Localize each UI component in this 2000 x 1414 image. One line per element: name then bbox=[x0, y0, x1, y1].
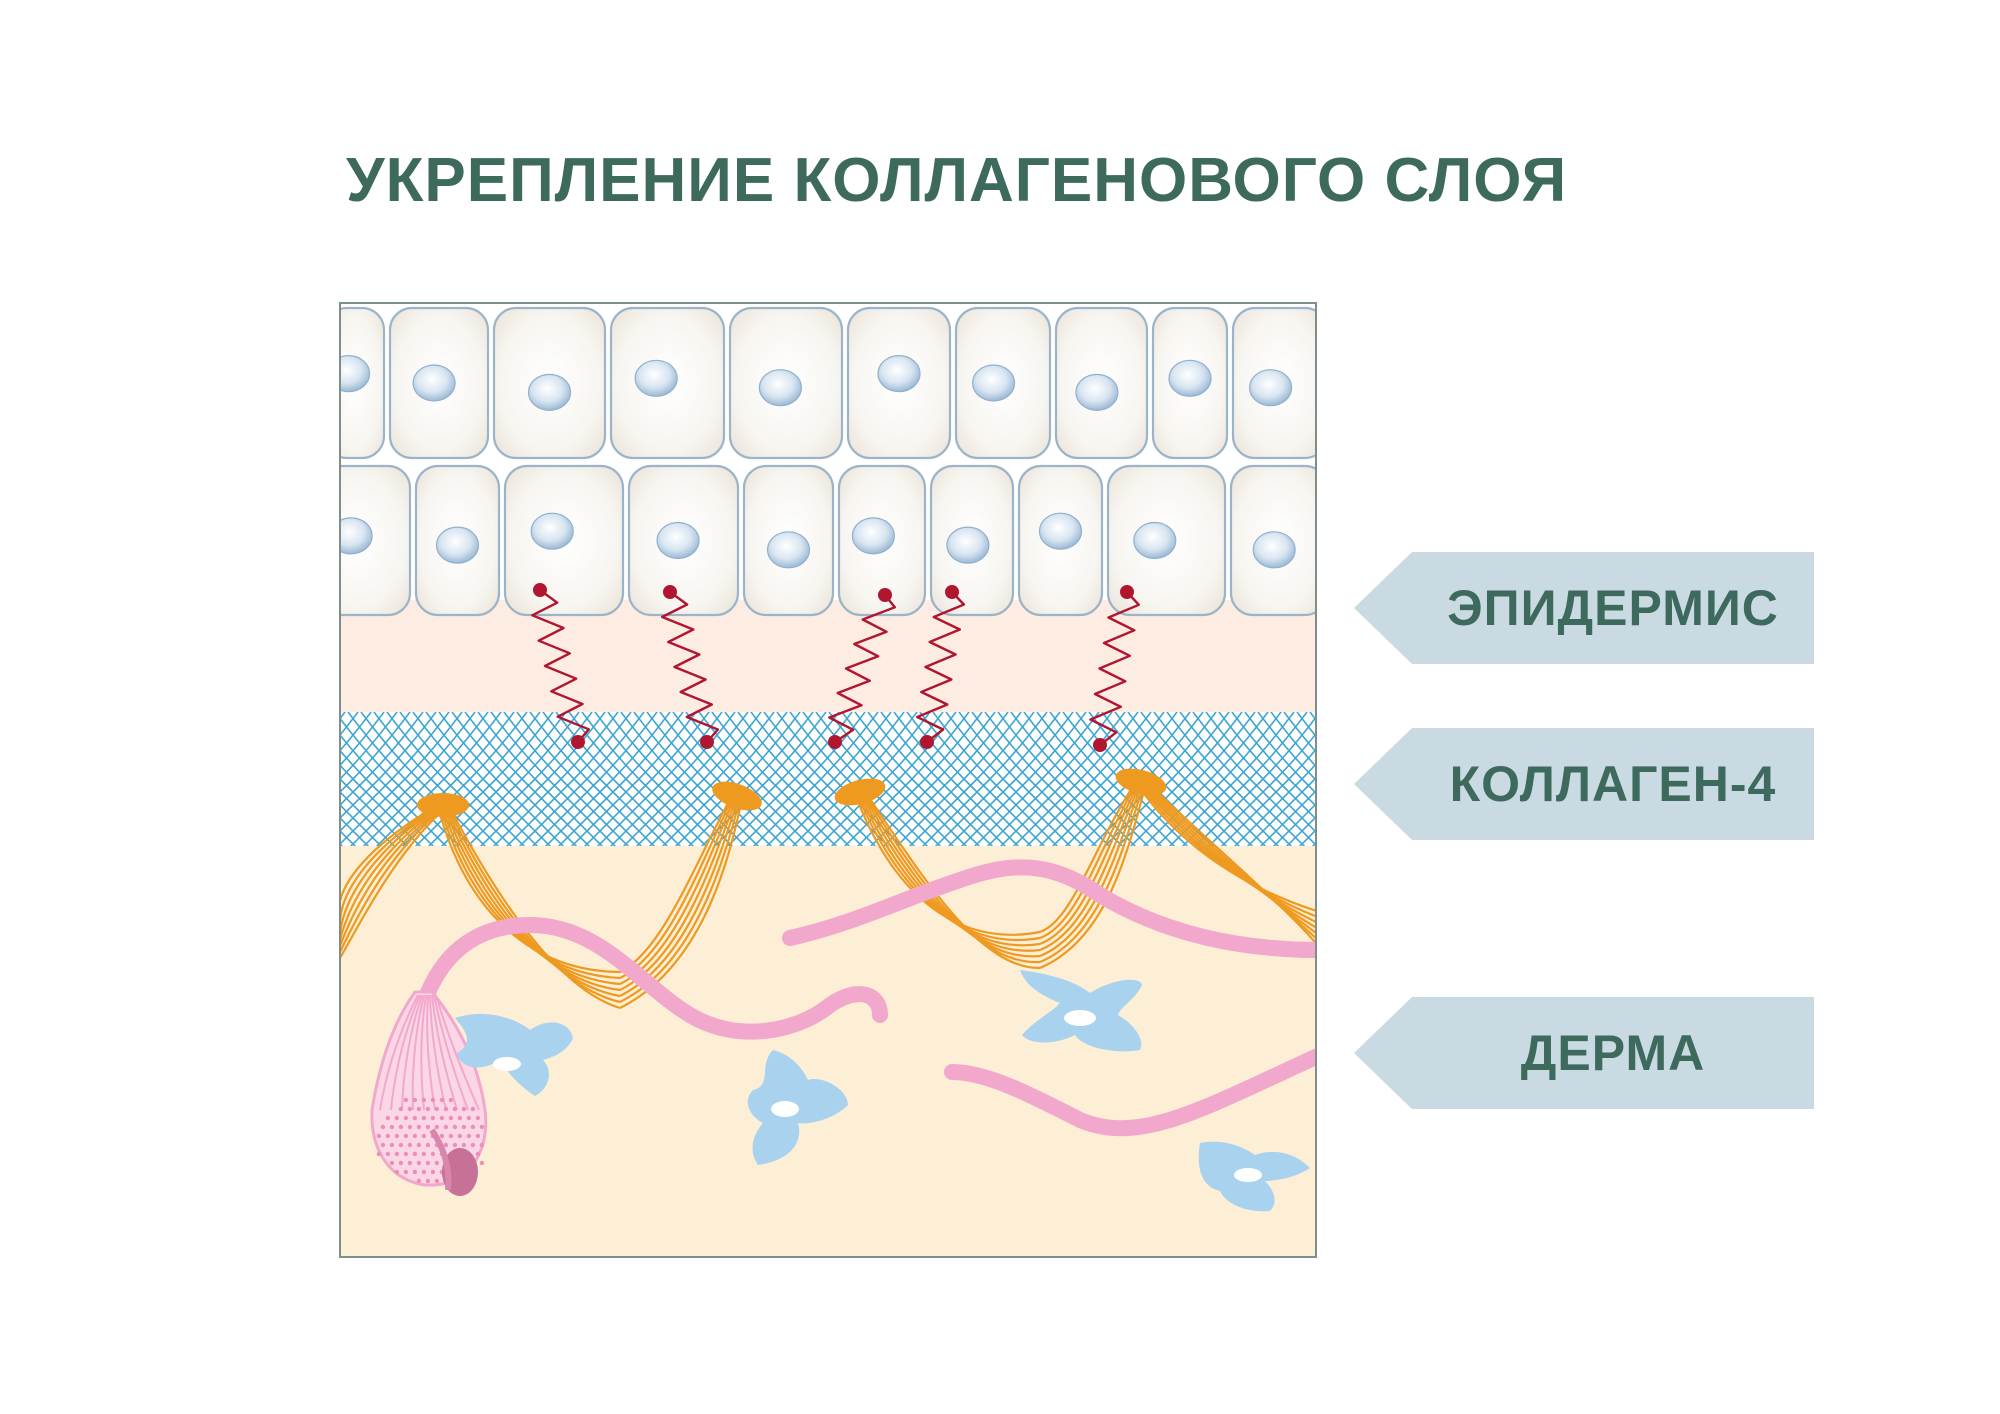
fibroblasts bbox=[455, 970, 1310, 1212]
label-epidermis: ЭПИДЕРМИС bbox=[1354, 552, 1814, 664]
sebaceous-gland bbox=[370, 990, 488, 1196]
red-links bbox=[531, 583, 1140, 752]
epidermal-cells bbox=[340, 306, 1316, 617]
page-title: УКРЕПЛЕНИЕ КОЛЛАГЕНОВОГО СЛОЯ bbox=[346, 146, 1568, 215]
label-derma-text: ДЕРМА bbox=[1520, 1025, 1706, 1081]
label-collagen-4: КОЛЛАГЕН-4 bbox=[1354, 728, 1814, 840]
label-collagen-4-text: КОЛЛАГЕН-4 bbox=[1449, 756, 1777, 812]
epidermis-base-layer bbox=[340, 600, 1316, 716]
label-derma: ДЕРМА bbox=[1354, 997, 1814, 1109]
diagram-frame bbox=[339, 302, 1317, 1258]
pink-fibers bbox=[417, 859, 1316, 1137]
collagen-mesh bbox=[340, 712, 1316, 846]
label-epidermis-text: ЭПИДЕРМИС bbox=[1447, 580, 1779, 636]
